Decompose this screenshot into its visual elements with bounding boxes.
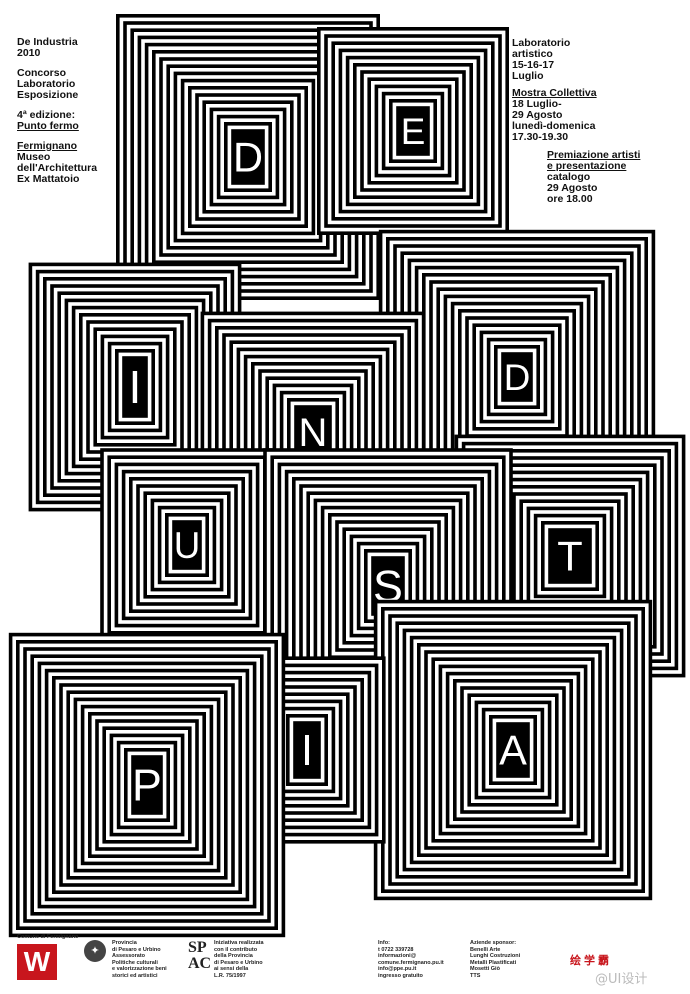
exhibit-title: Mostra Collettiva <box>512 87 597 99</box>
tile-letter: I <box>301 727 313 775</box>
text-line: Luglio <box>512 70 544 82</box>
text-line: Laboratorio <box>17 78 76 90</box>
tile-core <box>133 757 161 813</box>
event-name: De Industria <box>17 36 78 48</box>
watermark-handle: @UI设计 <box>595 972 648 987</box>
text-line: e presentazione <box>547 160 627 172</box>
tile-core <box>498 724 528 776</box>
text-line: 18 Luglio- <box>512 98 562 110</box>
tile-letter: E <box>401 111 426 152</box>
letter-tile-u: U <box>100 448 274 642</box>
tile-letter: D <box>233 134 263 181</box>
text-line: Laboratorio <box>512 37 571 49</box>
left-info-text: De Industria 2010 Concorso Laboratorio E… <box>17 37 97 185</box>
venue-town: Fermignano <box>17 140 78 152</box>
tile-letter: U <box>174 525 201 566</box>
award-title: Premiazione artisti <box>547 149 641 161</box>
w-logo-icon: W <box>17 944 57 980</box>
provincia-seal-icon: ✦ <box>84 940 106 962</box>
text-line: dell'Architettura <box>17 162 98 174</box>
tile-letter: P <box>132 761 162 811</box>
letter-tile-a: A <box>373 599 653 901</box>
text-line: artistico <box>512 48 553 60</box>
letter-tile-p: P <box>8 632 286 938</box>
text-line: Concorso <box>17 67 67 79</box>
text-line: 29 Agosto <box>547 182 598 194</box>
watermark: 绘学霸 <box>570 954 612 967</box>
text-line: catalogo <box>547 171 591 183</box>
letter-tile-e: E <box>316 26 509 235</box>
text-line: 29 Agosto <box>512 109 563 121</box>
edition: 4ª edizione: <box>17 109 76 121</box>
tile-letter: N <box>299 411 328 455</box>
tile-core <box>295 723 319 777</box>
tile-core <box>550 530 590 582</box>
text-line: 15-16-17 <box>512 59 555 71</box>
tile-letter: T <box>557 533 582 580</box>
text-line: Ex Mattatoio <box>17 173 80 185</box>
tile-core <box>398 108 428 154</box>
tile-core <box>174 522 200 568</box>
text-line: 17.30-19.30 <box>512 131 569 143</box>
tile-letter: D <box>504 357 531 398</box>
text-line: Museo <box>17 151 51 163</box>
event-year: 2010 <box>17 47 41 59</box>
tile-core <box>233 131 263 183</box>
tile-core <box>503 354 531 400</box>
tile-letter: I <box>129 361 142 413</box>
comune-credit: Comune di Fermignano <box>17 934 79 940</box>
edition-title: Punto fermo <box>17 120 79 132</box>
tile-core <box>124 358 146 416</box>
text-line: lunedì-domenica <box>512 120 596 132</box>
text-line: Esposizione <box>17 89 79 101</box>
right-info-text: Laboratorio artistico 15-16-17 Luglio Mo… <box>512 38 640 205</box>
text-line: ore 18.00 <box>547 193 593 205</box>
tile-letter: A <box>499 727 527 774</box>
